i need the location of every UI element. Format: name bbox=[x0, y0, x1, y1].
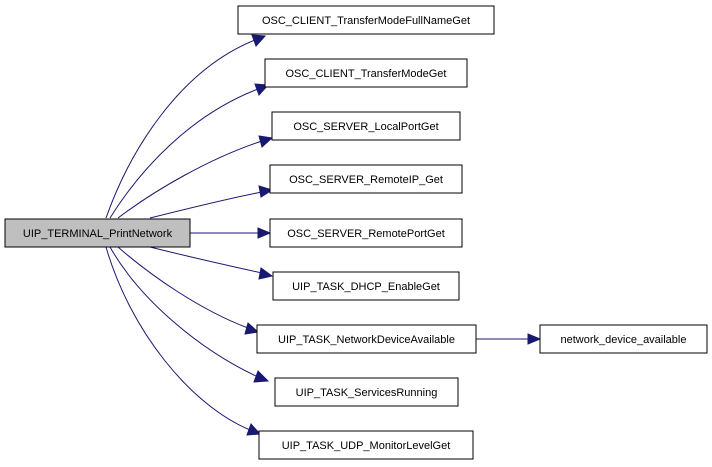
node-osc-server-local-port-get[interactable]: OSC_SERVER_LocalPortGet bbox=[271, 111, 461, 141]
edge-root-to-network-device-available-task bbox=[117, 246, 260, 335]
node-uip-task-network-device-available[interactable]: UIP_TASK_NetworkDeviceAvailable bbox=[256, 324, 477, 354]
edge-root-to-transfer-mode-get bbox=[109, 83, 270, 219]
node-network-device-available[interactable]: network_device_available bbox=[539, 324, 708, 354]
node-uip-task-services-running[interactable]: UIP_TASK_ServicesRunning bbox=[274, 377, 459, 407]
node-label: UIP_TASK_NetworkDeviceAvailable bbox=[278, 334, 455, 346]
edge-root-to-udp-monitor-level-get bbox=[105, 246, 262, 436]
node-label: OSC_SERVER_RemotePortGet bbox=[287, 228, 445, 240]
edge-network-device-available-task-to-network-device-available bbox=[476, 333, 542, 345]
node-osc-client-transfer-mode-get[interactable]: OSC_CLIENT_TransferModeGet bbox=[264, 58, 468, 88]
edge-root-to-services-running bbox=[109, 246, 270, 383]
node-label: OSC_CLIENT_TransferModeGet bbox=[286, 68, 447, 80]
node-label: OSC_SERVER_LocalPortGet bbox=[293, 121, 438, 133]
node-label: UIP_TASK_UDP_MonitorLevelGet bbox=[282, 440, 451, 452]
node-osc-server-remote-ip-get[interactable]: OSC_SERVER_RemoteIP_Get bbox=[269, 164, 463, 194]
node-label: OSC_CLIENT_TransferModeFullNameGet bbox=[262, 15, 470, 27]
node-label: UIP_TASK_DHCP_EnableGet bbox=[292, 281, 440, 293]
edge-root-to-transfer-mode-full-name-get bbox=[105, 34, 267, 219]
node-label: OSC_SERVER_RemoteIP_Get bbox=[289, 174, 443, 186]
node-label: UIP_TASK_ServicesRunning bbox=[296, 387, 438, 399]
node-osc-client-transfer-mode-full-name-get[interactable]: OSC_CLIENT_TransferModeFullNameGet bbox=[237, 5, 495, 35]
node-uip-terminal-print-network[interactable]: UIP_TERMINAL_PrintNetwork bbox=[4, 218, 191, 248]
edge-root-to-local-port-get bbox=[117, 135, 274, 219]
edge-root-to-dhcp-enable-get bbox=[149, 246, 274, 280]
node-uip-task-dhcp-enable-get[interactable]: UIP_TASK_DHCP_EnableGet bbox=[272, 271, 460, 301]
node-label: network_device_available bbox=[561, 334, 687, 346]
edge-root-to-remote-ip-get bbox=[149, 185, 274, 219]
node-uip-task-udp-monitor-level-get[interactable]: UIP_TASK_UDP_MonitorLevelGet bbox=[258, 430, 474, 460]
node-label: UIP_TERMINAL_PrintNetwork bbox=[23, 228, 173, 240]
node-osc-server-remote-port-get[interactable]: OSC_SERVER_RemotePortGet bbox=[269, 218, 463, 248]
edge-root-to-remote-port-get bbox=[190, 227, 272, 239]
